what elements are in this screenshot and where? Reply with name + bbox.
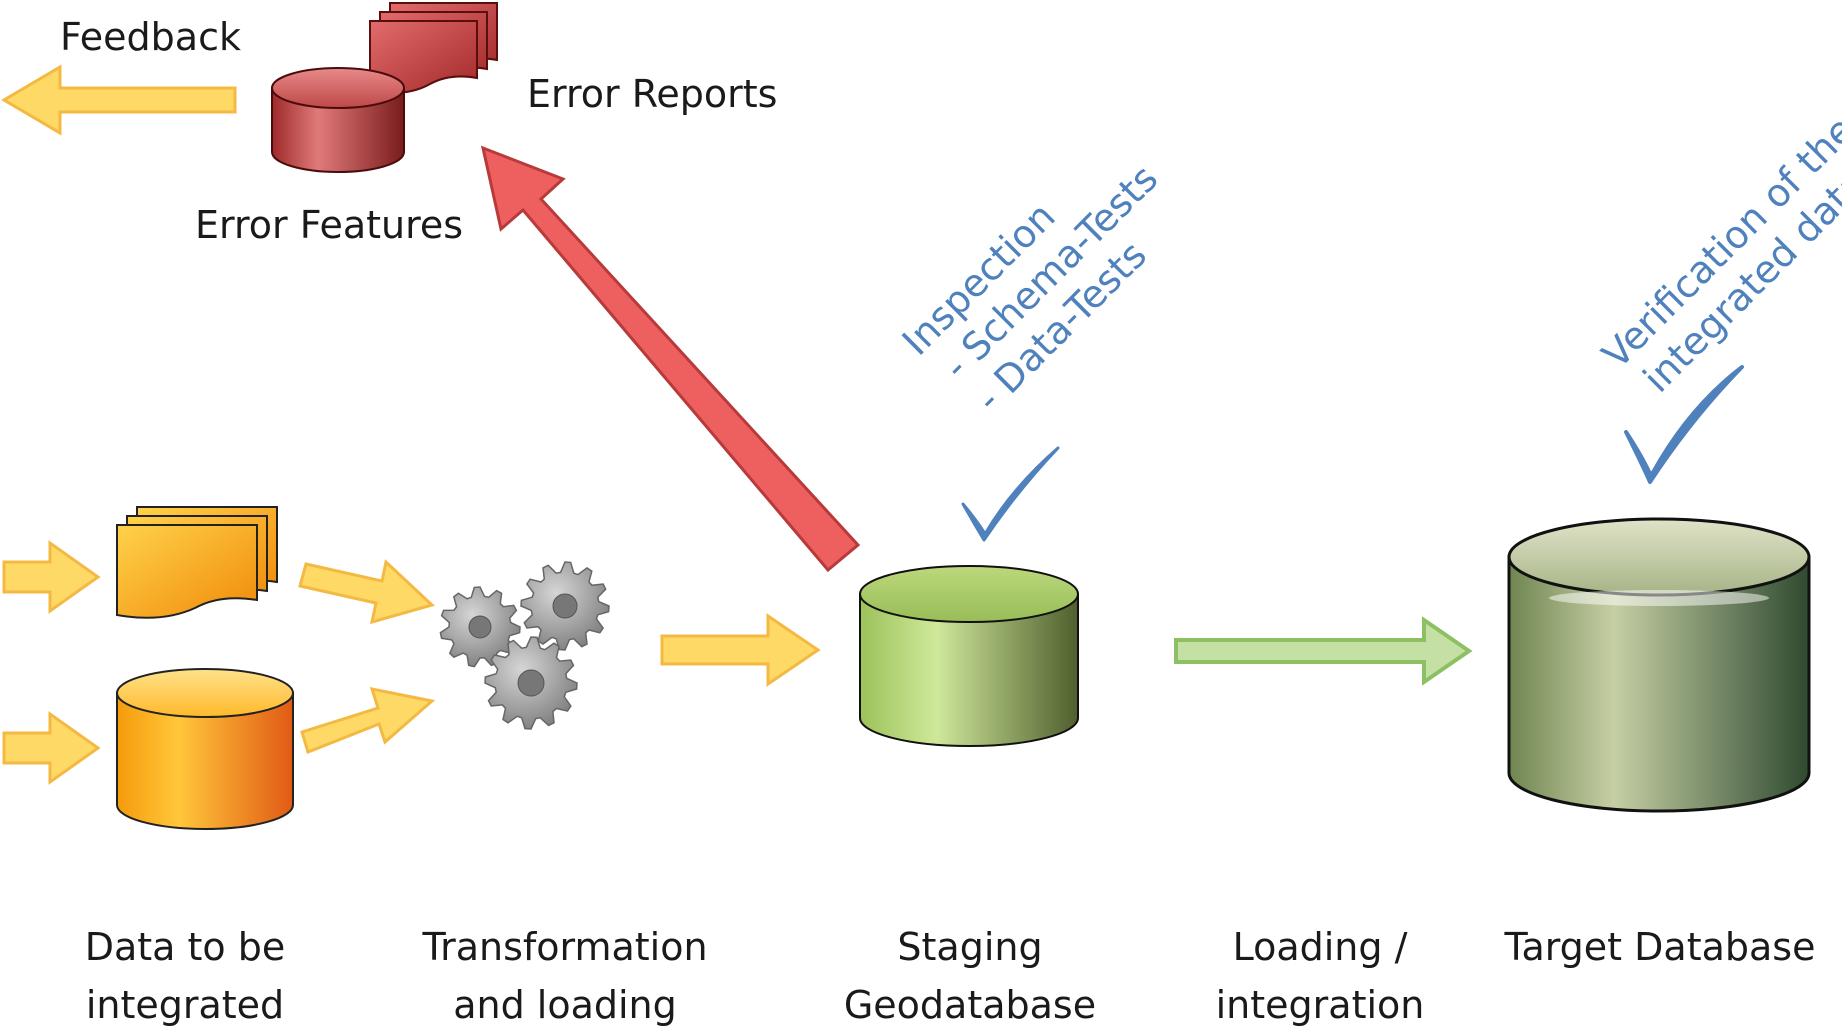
error-reports-label: Error Reports — [527, 72, 778, 116]
transform-caption-line: Transformation — [422, 925, 708, 969]
arrow-db-to-gears — [300, 687, 436, 754]
loading-caption-line: Loading / — [1232, 925, 1408, 969]
transform-caption: Transformation and loading — [405, 918, 725, 1034]
load-arrow — [1174, 616, 1473, 686]
error-features-db-icon — [271, 67, 405, 173]
inspection-check-icon — [961, 446, 1060, 542]
transform-caption-line: and loading — [453, 983, 677, 1027]
staging-db-icon — [859, 565, 1079, 747]
feedback-label: Feedback — [60, 15, 241, 59]
error-arrow — [480, 145, 861, 573]
loading-caption-line: integration — [1215, 983, 1425, 1027]
target-db-icon — [1507, 517, 1811, 813]
staging-caption-line: Geodatabase — [843, 983, 1097, 1027]
verification-check-icon — [1624, 365, 1744, 484]
target-caption-line: Target Database — [1504, 925, 1816, 969]
arrow-gears-to-staging — [660, 613, 821, 687]
input-arrow-db — [2, 711, 101, 785]
loading-caption: Loading / integration — [1195, 918, 1445, 1034]
staging-caption-line: Staging — [897, 925, 1043, 969]
gear-hole — [468, 615, 492, 639]
staging-caption: Staging Geodatabase — [820, 918, 1120, 1034]
source-caption: Data to be integrated — [60, 918, 310, 1034]
source-caption-line: integrated — [85, 983, 285, 1027]
source-caption-line: Data to be — [84, 925, 286, 969]
input-arrow-documents — [2, 540, 101, 614]
source-documents-icon — [116, 506, 278, 619]
gear-hole — [552, 593, 578, 619]
source-db-icon — [116, 668, 294, 830]
gears-icon — [439, 561, 610, 730]
feedback-arrow — [1, 64, 237, 136]
gear-hole — [517, 669, 545, 697]
error-features-label: Error Features — [195, 203, 464, 247]
arrow-documents-to-gears — [298, 559, 435, 625]
target-caption: Target Database — [1490, 918, 1830, 976]
